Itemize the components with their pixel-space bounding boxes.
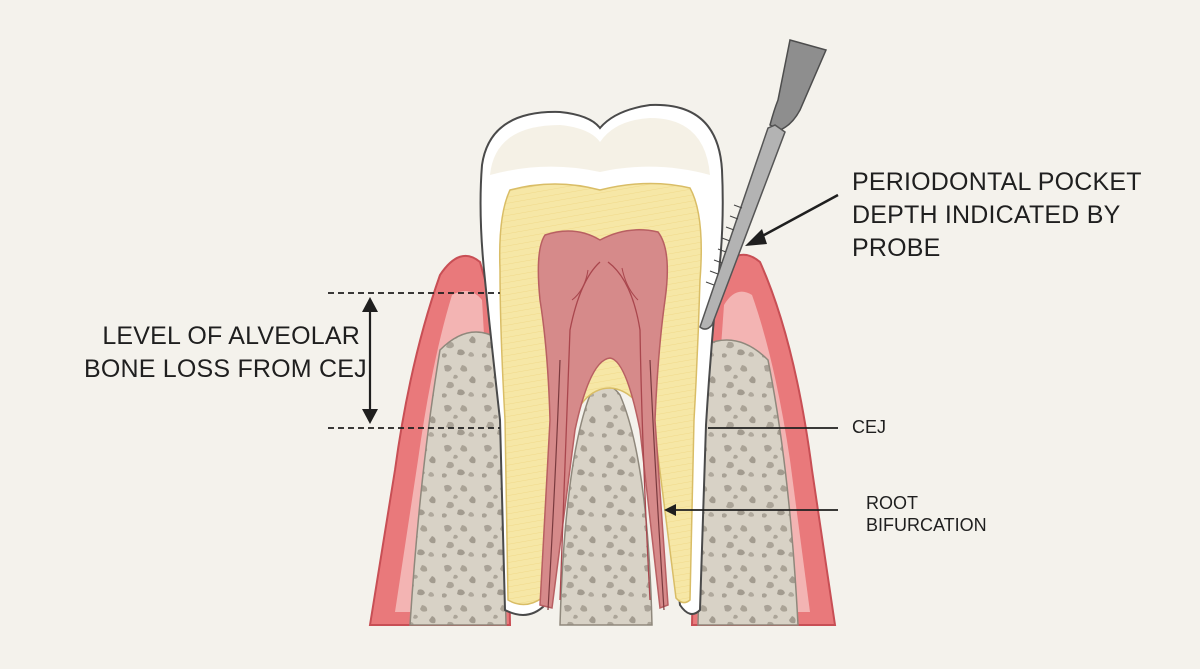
root-bifurcation-label-line-2: BIFURCATION <box>866 515 987 535</box>
cej-label: CEJ <box>852 416 886 438</box>
alveolar-bone <box>409 331 799 626</box>
tooth <box>479 103 724 616</box>
root-bifurcation-label: ROOT BIFURCATION <box>866 492 987 536</box>
arrowhead-down-icon <box>362 409 378 424</box>
bone-loss-label-line-1: LEVEL OF ALVEOLAR <box>102 322 360 350</box>
annotation-lines <box>328 193 839 516</box>
periodontal-pocket-label-line-3: PROBE <box>852 234 941 262</box>
bone-loss-label-line-2: BONE LOSS FROM CEJ <box>84 355 367 383</box>
cej-label-line-1: CEJ <box>852 417 887 437</box>
periodontal-probe <box>699 39 828 330</box>
root-bifurcation-label-line-1: ROOT <box>866 493 918 513</box>
probe-pointer-line <box>754 193 839 242</box>
bone-loss-label: LEVEL OF ALVEOLAR BONE LOSS FROM CEJ <box>84 320 367 386</box>
periodontal-pocket-label-line-1: PERIODONTAL POCKET <box>852 168 1142 196</box>
periodontal-pocket-label-line-2: DEPTH INDICATED BY <box>852 201 1121 229</box>
probe-pointer-arrowhead-icon <box>745 229 767 246</box>
arrowhead-up-icon <box>362 297 378 312</box>
periodontal-pocket-label: PERIODONTAL POCKET DEPTH INDICATED BY PR… <box>852 166 1142 265</box>
bifurcation-arrowhead-icon <box>664 504 676 516</box>
